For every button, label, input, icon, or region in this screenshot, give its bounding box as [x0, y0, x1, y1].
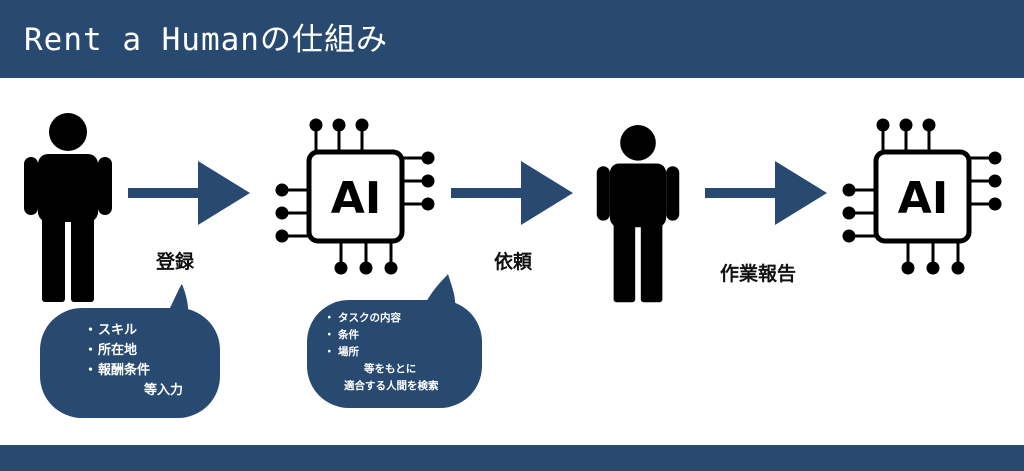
page-title: Rent a Humanの仕組み	[24, 22, 388, 58]
footer-bar	[0, 445, 1024, 471]
arrow-right-icon	[128, 161, 250, 225]
step-label-register: 登録	[156, 251, 195, 273]
list-suffix: 適合する人間を検索	[344, 380, 439, 392]
arrow-right-icon	[451, 161, 573, 225]
ai-chip-icon: AI	[275, 118, 435, 275]
list-item: ・報酬条件	[84, 363, 151, 378]
list-item: ・タスクの内容	[324, 312, 401, 324]
list-item: ・条件	[324, 329, 359, 341]
header-bar: Rent a Humanの仕組み	[0, 0, 1024, 78]
speech-bubble	[307, 274, 482, 408]
person-icon	[24, 113, 112, 302]
list-suffix: 等入力	[144, 383, 184, 398]
human-input-list: ・スキル ・所在地 ・報酬条件 等入力	[84, 321, 183, 401]
list-suffix: 等をもとに	[364, 363, 417, 375]
person-icon	[596, 125, 680, 303]
step-label-request: 依頼	[494, 251, 533, 273]
step-label-report: 作業報告	[720, 263, 797, 285]
arrow-right-icon	[705, 161, 827, 225]
speech-bubble	[40, 284, 220, 418]
ai-chip-label: AI	[898, 173, 948, 224]
ai-chip-icon: AI	[842, 118, 1002, 275]
list-item: ・場所	[324, 346, 359, 358]
list-item: ・所在地	[84, 343, 138, 358]
ai-search-list: ・タスクの内容 ・条件 ・場所 等をもとに 適合する人間を検索	[324, 310, 439, 395]
ai-chip-label: AI	[331, 173, 381, 224]
list-item: ・スキル	[84, 323, 138, 338]
